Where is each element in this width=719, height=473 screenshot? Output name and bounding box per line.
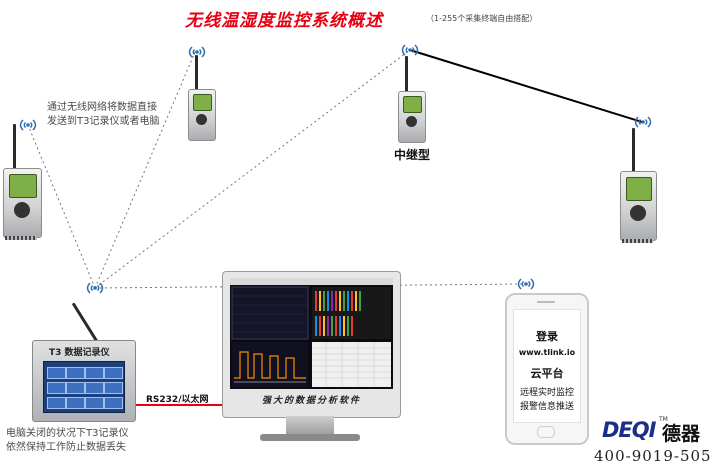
sensor-screen [403,96,422,113]
monitor-screen [230,278,393,389]
phone-url[interactable]: www.tlink.io [518,348,576,357]
phone-home-button [537,426,555,438]
sensor-device-icon [3,168,42,238]
antenna [13,124,16,169]
offline-note: 电脑关闭的状况下T3记录仪 依然保持工作防止数据丢失 [6,427,128,455]
link-sensor-left [27,124,96,289]
logger-cell [104,367,123,379]
brand-logo: DEQI [602,418,656,442]
antenna [632,128,635,172]
wireless-note: 通过无线网络将数据直接 发送到T3记录仪或者电脑 [47,101,159,129]
page-subtitle: （1-255个采集终端自由搭配） [426,14,538,23]
sensor-keypad [630,205,646,221]
sensor-device-icon [188,89,216,141]
relay-label: 中继型 [394,148,431,162]
data-logger-icon[interactable]: T3 数据记录仪 [32,340,136,422]
monitor-base [260,434,360,441]
link-relay-sensor [409,49,643,123]
wifi-signal-icon [86,282,104,294]
logger-cell [66,367,85,379]
offline-note-line1: 电脑关闭的状况下T3记录仪 [6,428,129,439]
wifi-signal-icon [19,119,37,131]
link-sensor-top [94,51,196,289]
software-label: 强大的数据分析软件 [261,396,361,406]
logger-cell [47,367,66,379]
logger-cell [66,397,85,409]
logger-cell [47,397,66,409]
monitor-stand [286,416,334,436]
offline-note-line2: 依然保持工作防止数据丢失 [6,442,126,453]
logger-cell [85,397,104,409]
phone-speaker [537,301,555,303]
monitor-icon[interactable]: 强大的数据分析软件 [222,271,401,418]
antenna [405,56,408,92]
wifi-signal-icon [401,44,419,56]
phone-feature-alarm: 报警信息推送 [519,402,574,412]
sensor-screen [626,177,652,201]
sensor-terminal [5,236,37,240]
logger-title: T3 数据记录仪 [49,348,110,358]
trademark-mark: TM [659,416,668,423]
smartphone-icon[interactable]: 登录 www.tlink.io 云平台 远程实时监控 报警信息推送 [505,293,589,445]
page-title: 无线温湿度监控系统概述 [185,11,383,31]
sensor-screen [193,94,212,111]
phone-platform: 云平台 [530,367,564,380]
logger-cell [47,382,66,394]
brand-name-cn: 德器 [662,423,701,445]
phone-login[interactable]: 登录 [536,330,558,343]
sensor-device-icon [620,171,657,241]
link-relay [94,49,411,289]
sensor-keypad [14,202,30,218]
sensor-screen [9,174,37,198]
logger-cell [104,397,123,409]
wifi-signal-icon [188,46,206,58]
sensor-device-icon [398,91,426,143]
hotline-number: 400-9019-505 [594,447,712,465]
wireless-note-line1: 通过无线网络将数据直接 [47,102,157,113]
logger-screen [43,361,125,413]
logger-cell [85,367,104,379]
phone-feature-monitor: 远程实时监控 [519,388,574,398]
sensor-terminal [622,239,653,243]
sensor-keypad [196,114,207,125]
phone-screen: 登录 www.tlink.io 云平台 远程实时监控 报警信息推送 [513,309,581,423]
link-label: RS232/以太网 [146,395,209,405]
wifi-signal-icon [634,116,652,128]
software-screenshot [230,278,393,387]
wireless-note-line2: 发送到T3记录仪或者电脑 [47,116,160,127]
sensor-keypad [406,116,417,127]
wifi-signal-icon [517,278,535,290]
logger-cell [104,382,123,394]
antenna [195,55,198,90]
logger-cell [85,382,104,394]
logger-cell [66,382,85,394]
